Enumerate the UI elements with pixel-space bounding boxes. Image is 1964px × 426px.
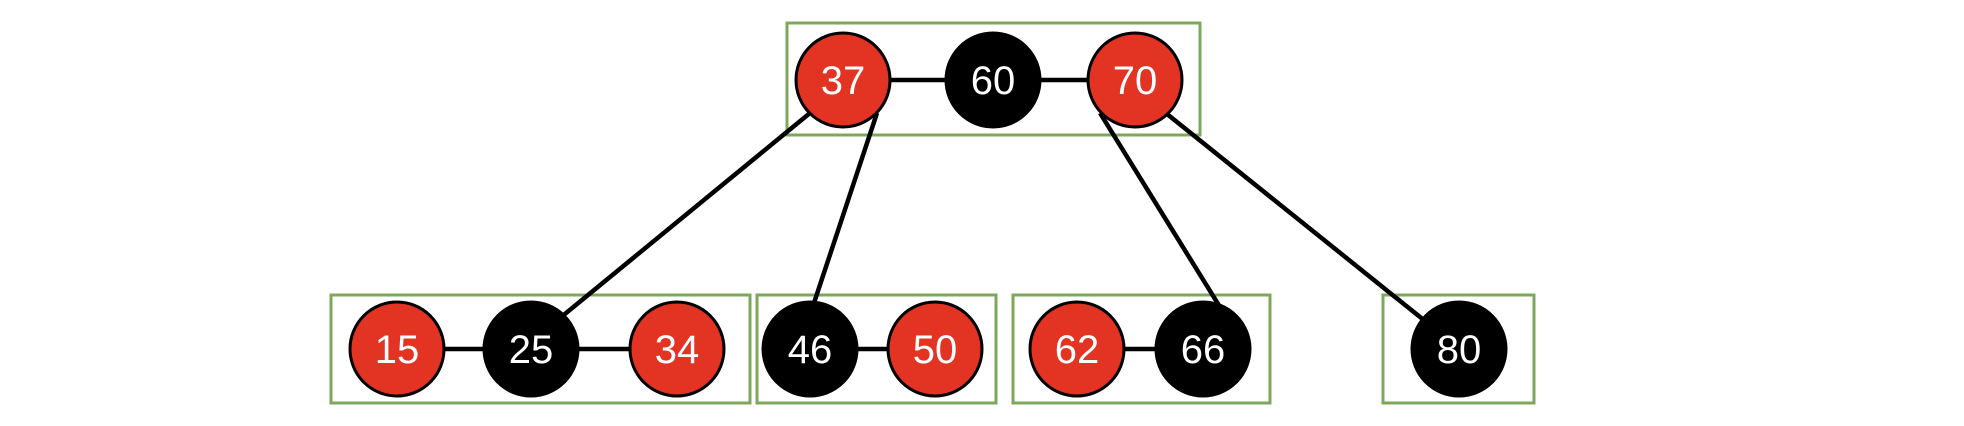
leaf-group-4-box (1381, 293, 1536, 405)
tree-node-label-60: 60 (971, 59, 1016, 103)
tree-node-circle-80 (1410, 300, 1508, 398)
tree-node-circle-46 (761, 300, 859, 398)
tree-node-circle-25 (482, 300, 580, 398)
tree-node-circle-34 (628, 300, 726, 398)
leaf-group-1-box (329, 293, 752, 405)
tree-node-circle-60 (944, 31, 1042, 129)
edge-70-80 (1165, 112, 1432, 327)
tree-node-circle-37 (794, 31, 892, 129)
edge-37-25 (558, 111, 812, 320)
tree-node-label-50: 50 (913, 328, 958, 372)
tree-node-label-25: 25 (509, 328, 554, 372)
tree-node-label-46: 46 (788, 328, 833, 372)
tree-node-label-37: 37 (821, 59, 866, 103)
leaf-group-3-box (1011, 293, 1272, 405)
tree-node-circle-50 (886, 300, 984, 398)
tree-node-label-70: 70 (1113, 59, 1158, 103)
root-group-box (785, 21, 1202, 137)
edge-70-66 (1098, 111, 1230, 322)
tree-node-label-66: 66 (1181, 328, 1226, 372)
tree-node-label-80: 80 (1437, 328, 1482, 372)
tree-node-label-62: 62 (1055, 328, 1100, 372)
tree-node-label-15: 15 (375, 328, 420, 372)
tree-node-circle-62 (1028, 300, 1126, 398)
tree-node-circle-70 (1086, 31, 1184, 129)
leaf-group-2-box (755, 293, 998, 405)
tree-node-label-34: 34 (655, 328, 700, 372)
tree-node-circle-66 (1154, 300, 1252, 398)
edge-37-46 (806, 112, 880, 319)
tree-node-circle-15 (348, 300, 446, 398)
